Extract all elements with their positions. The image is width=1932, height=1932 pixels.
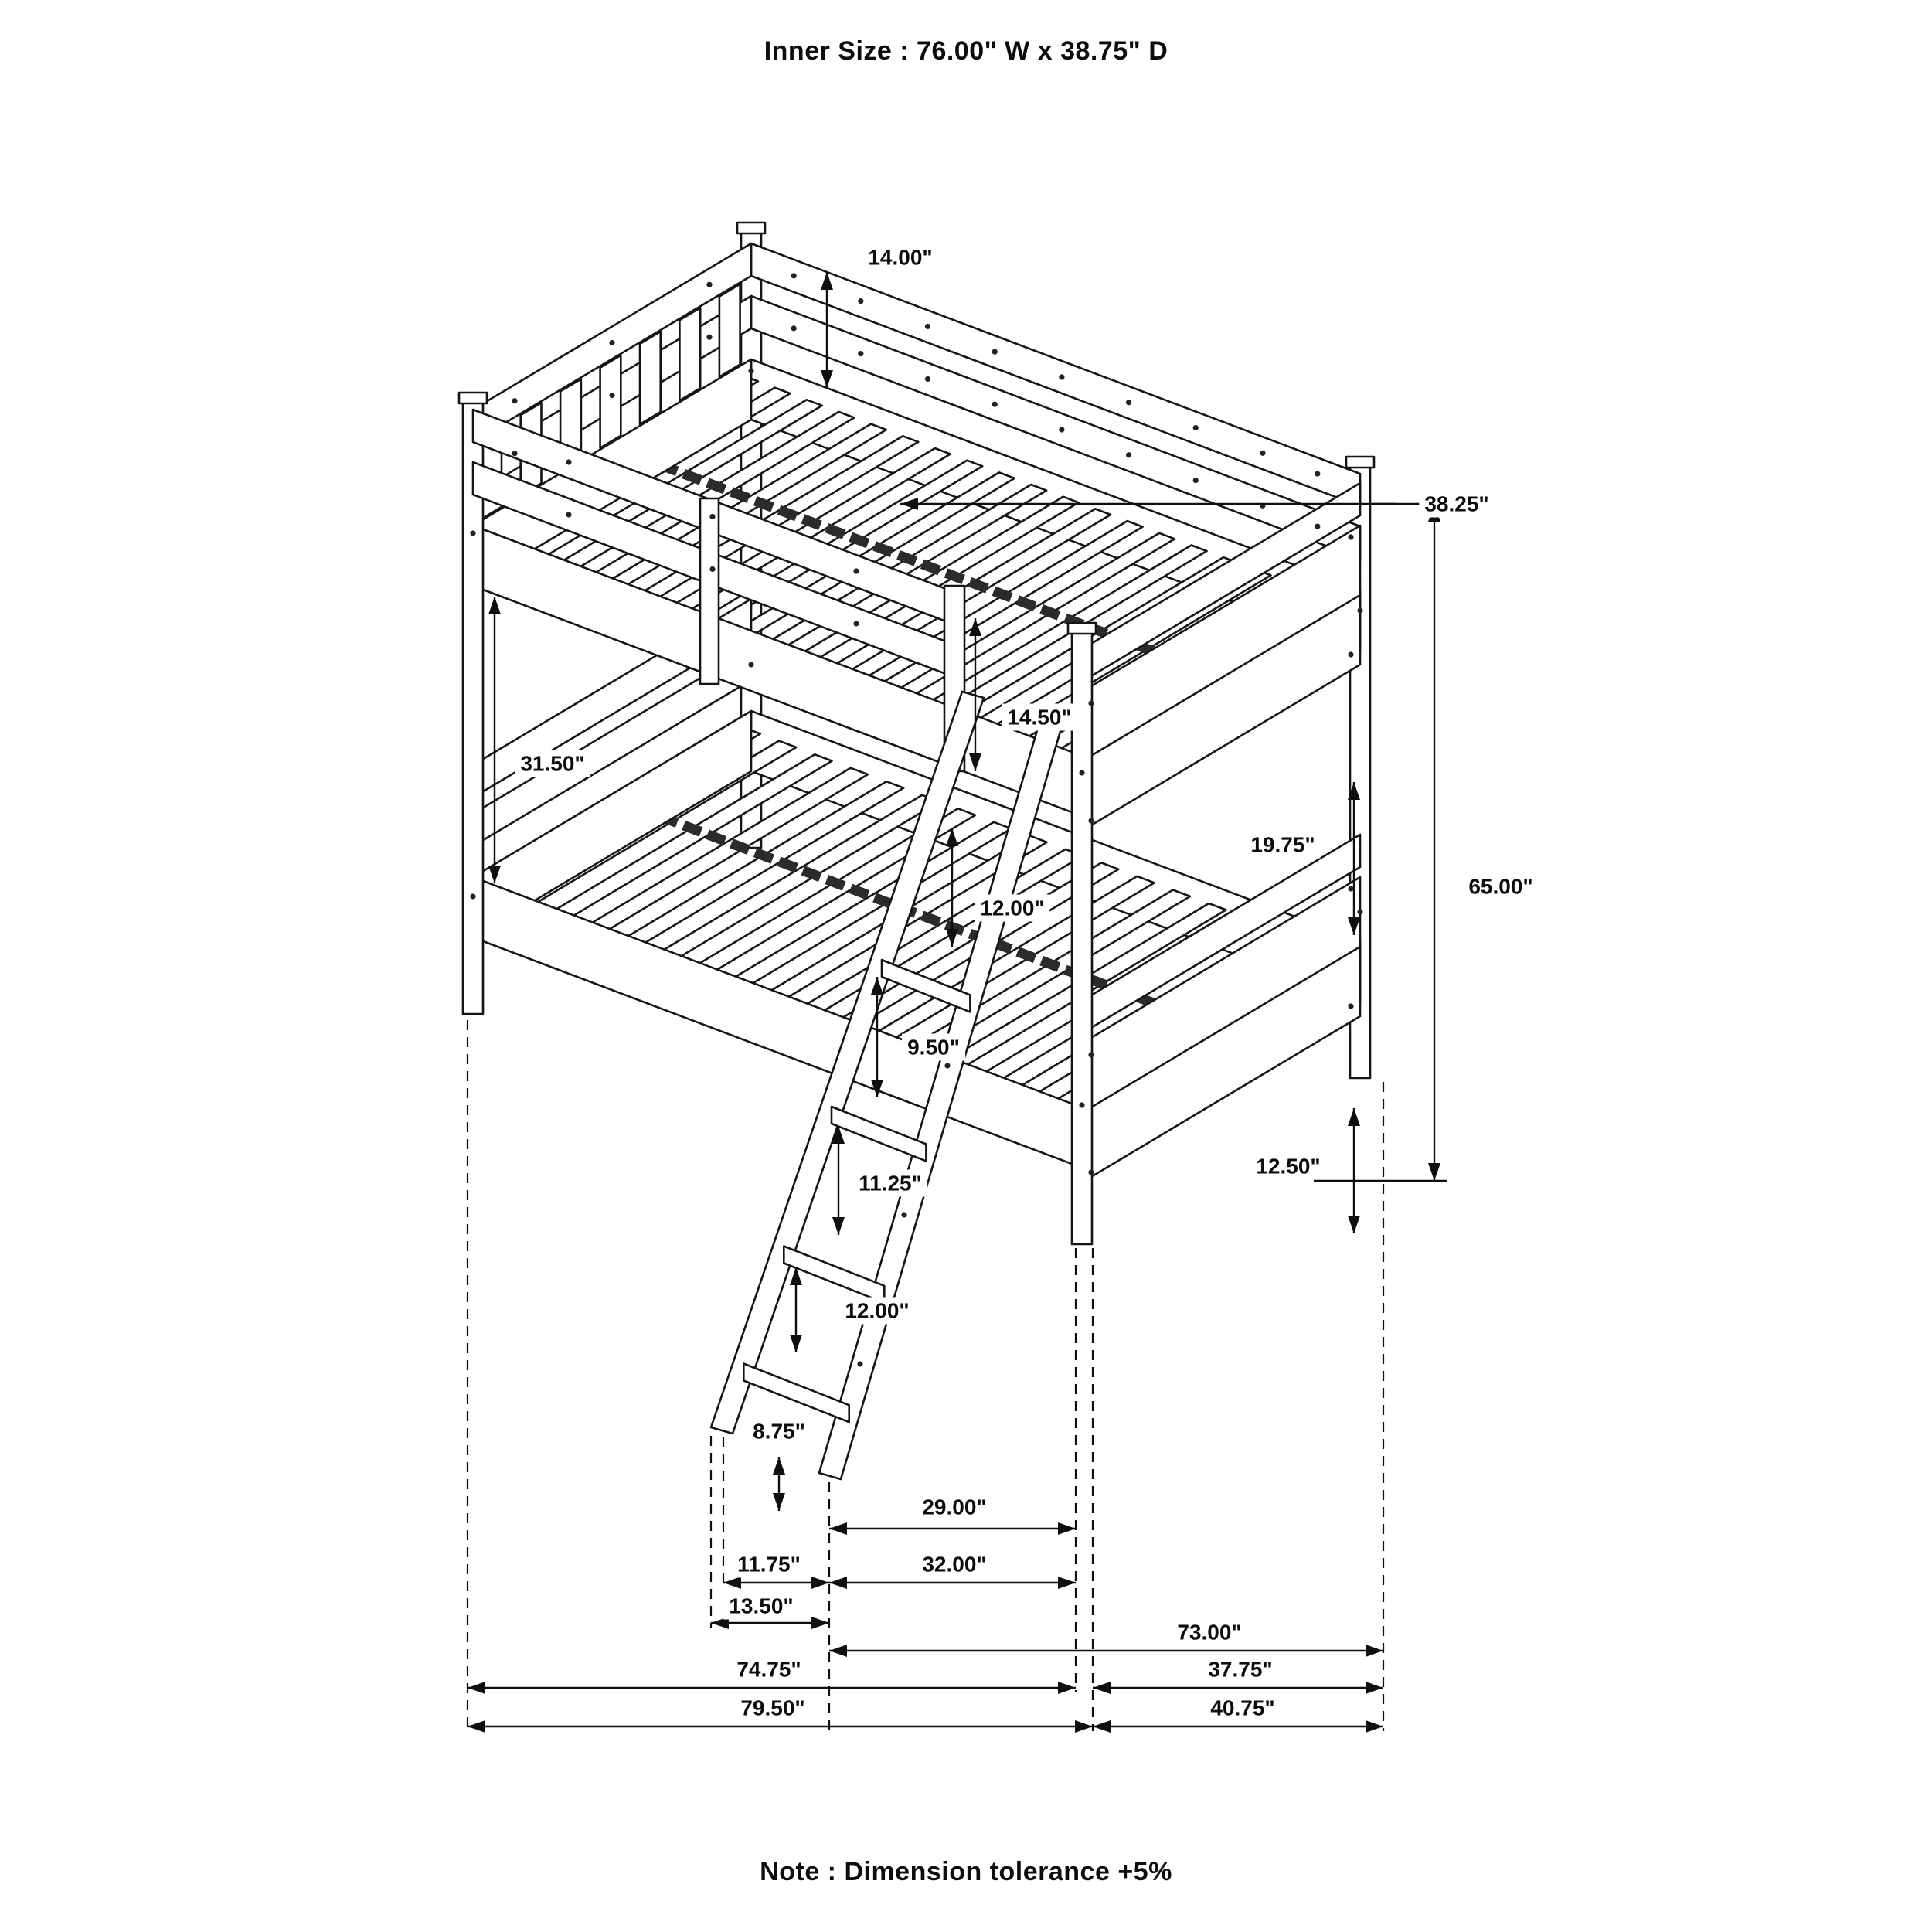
screw-dot — [512, 451, 518, 457]
screw-dot — [791, 273, 797, 279]
dimension-lines — [466, 272, 1447, 1733]
screw-dot — [1088, 1169, 1094, 1175]
headboard-slat — [638, 330, 662, 426]
ladder-step — [830, 1105, 927, 1162]
screw-dot — [512, 398, 518, 404]
screw-dot — [1088, 1052, 1094, 1058]
screw-dot — [992, 349, 998, 355]
dim-label-ladder-offset: 29.00" — [917, 1493, 992, 1521]
guard-rail-mid-post — [699, 497, 720, 685]
screw-dot — [901, 1212, 907, 1218]
screw-dot — [1348, 1003, 1354, 1009]
screw-dot — [709, 566, 716, 573]
dim-label-frame-length-mid: 74.75" — [731, 1655, 807, 1683]
dim-label-floor-clearance: 12.50" — [1250, 1152, 1326, 1180]
screw-dot — [1357, 607, 1363, 614]
ladder-step — [880, 958, 971, 1013]
headboard-slat — [599, 354, 622, 450]
top-footboard-divider — [1081, 594, 1361, 763]
screw-dot — [791, 325, 797, 332]
screw-dot — [1315, 523, 1321, 529]
dim-label-overall-length: 79.50" — [735, 1694, 811, 1722]
screw-dot — [470, 893, 476, 900]
post-front-left-cap — [457, 391, 488, 405]
screw-dot — [1088, 700, 1094, 706]
screw-dot — [1357, 909, 1363, 915]
screw-dot — [566, 459, 572, 465]
screw-dot — [1059, 374, 1065, 380]
screw-dot — [858, 351, 864, 357]
headboard-slat — [679, 306, 702, 402]
screw-dot — [924, 323, 931, 330]
dim-label-end-depth-inner: 37.75" — [1202, 1655, 1278, 1683]
dim-label-guard-rail-height: 14.50" — [1002, 703, 1077, 731]
dim-label-ladder-step-top: 12.00" — [975, 894, 1050, 922]
note: Note : Dimension tolerance +5% — [754, 1855, 1178, 1889]
screw-dot — [706, 334, 713, 340]
screw-dot — [748, 662, 754, 668]
post-back-left-cap — [736, 221, 767, 235]
post-back-right-cap — [1345, 455, 1376, 469]
screw-dot — [566, 512, 572, 518]
ladder-step — [742, 1362, 850, 1423]
screw-dot — [992, 401, 998, 407]
screw-dot — [470, 530, 476, 536]
post-front-left — [461, 400, 485, 1015]
screw-dot — [748, 368, 754, 374]
screw-dot — [1079, 770, 1085, 776]
dim-label-ladder-width: 13.50" — [723, 1592, 799, 1620]
screw-dot — [706, 281, 713, 287]
screw-dot — [1348, 534, 1354, 540]
screw-dot — [1315, 471, 1321, 477]
dim-label-ladder-span: 32.00" — [917, 1550, 992, 1578]
dim-label-ladder-step-3: 11.25" — [853, 1169, 927, 1197]
dim-label-ladder-bottom: 8.75" — [747, 1417, 811, 1445]
screw-dot — [609, 339, 615, 346]
screw-dot — [1192, 424, 1199, 431]
dim-label-back-rail-height: 14.00" — [862, 243, 938, 271]
headboard-slat — [718, 283, 741, 378]
screw-dot — [1348, 886, 1354, 892]
bed-structure — [457, 221, 1376, 1481]
screw-dot — [609, 392, 615, 399]
ladder-steps — [742, 958, 971, 1423]
screw-dot — [924, 376, 931, 383]
screw-dot — [1079, 1102, 1085, 1108]
screw-dot — [857, 1361, 863, 1367]
screw-dot — [853, 568, 859, 574]
dim-label-frame-length-inner: 73.00" — [1172, 1618, 1247, 1646]
screw-dot — [709, 513, 716, 520]
dim-label-bunk-spacing: 31.50" — [515, 750, 590, 777]
screw-dot — [1059, 427, 1065, 433]
dim-label-ladder-step-4: 12.00" — [839, 1297, 915, 1325]
screw-dot — [1125, 452, 1132, 458]
screw-dot — [1125, 400, 1132, 406]
dim-label-overall-depth: 40.75" — [1205, 1694, 1281, 1722]
page-title: Inner Size : 76.00" W x 38.75" D — [758, 34, 1174, 68]
screw-dot — [1348, 651, 1354, 658]
dim-label-ladder-foot-depth: 11.75" — [732, 1550, 806, 1578]
screw-dot — [853, 621, 859, 627]
ladder-step — [782, 1245, 886, 1304]
screw-dot — [944, 1063, 951, 1069]
screw-dot — [858, 298, 864, 304]
dim-label-inner-depth: 38.25" — [1419, 490, 1495, 518]
bottom-footboard-divider — [1081, 945, 1361, 1114]
dim-label-overall-height: 65.00" — [1463, 872, 1539, 900]
screw-dot — [1260, 450, 1266, 456]
post-front-right-cap — [1066, 621, 1097, 635]
dim-label-footboard-panel: 19.75" — [1245, 831, 1321, 859]
back-rail-top — [750, 242, 1362, 508]
screw-dot — [1088, 818, 1094, 824]
screw-dot — [1192, 477, 1199, 484]
dim-label-ladder-step-2: 9.50" — [902, 1033, 965, 1061]
